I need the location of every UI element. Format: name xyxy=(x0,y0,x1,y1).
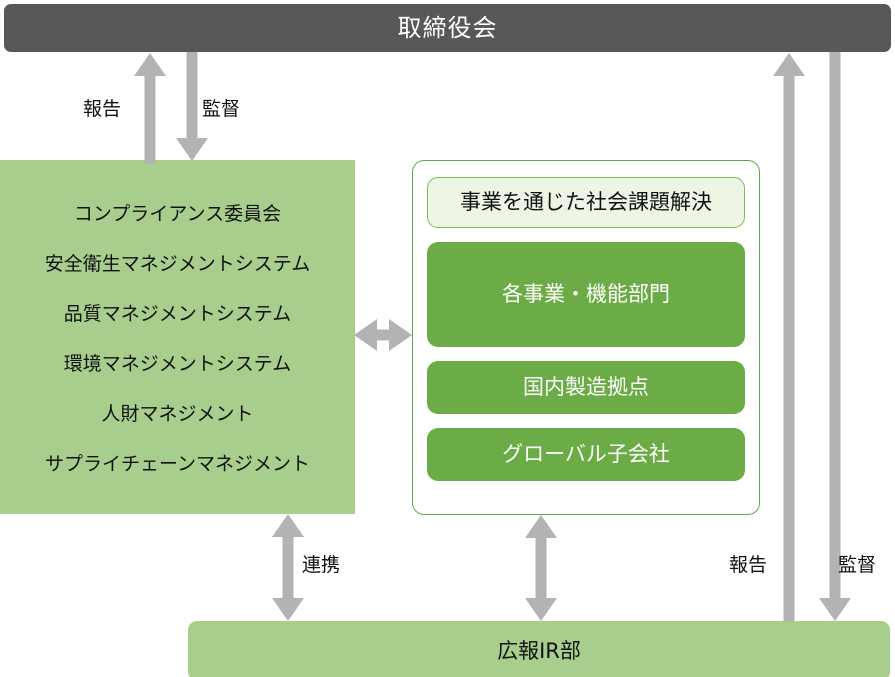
arrow-label-report-bottom: 報告 xyxy=(729,554,768,576)
arrow-business-to-pr xyxy=(525,515,557,621)
board-of-directors-bar: 取締役会 xyxy=(4,4,891,52)
business-box-global-subsidiaries: グローバル子会社 xyxy=(427,428,745,481)
management-systems-panel: コンプライアンス委員会 安全衛生マネジメントシステム 品質マネジメントシステム … xyxy=(0,160,355,514)
business-box-social-issues: 事業を通じた社会課題解決 xyxy=(427,177,745,228)
management-item-supply-chain: サプライチェーンマネジメント xyxy=(44,452,311,475)
arrow-report-board-to-committee xyxy=(134,53,166,164)
management-item-quality: 品質マネジメントシステム xyxy=(63,302,292,325)
management-item-environment: 環境マネジメントシステム xyxy=(63,352,292,375)
arrow-supervise-board-to-pr xyxy=(819,52,851,621)
arrow-report-pr-to-board xyxy=(773,53,805,621)
pr-ir-department-label: 広報IR部 xyxy=(497,638,581,663)
arrow-label-supervise-top: 監督 xyxy=(202,98,241,120)
arrow-label-supervise-bottom: 監督 xyxy=(838,554,877,576)
management-item-compliance-committee: コンプライアンス委員会 xyxy=(73,202,282,225)
pr-ir-department-bar: 広報IR部 xyxy=(188,621,890,677)
business-box-domestic-plants: 国内製造拠点 xyxy=(427,361,745,414)
arrow-committee-to-business xyxy=(354,319,412,351)
arrow-cooperate-committee-to-pr xyxy=(272,514,304,621)
business-box-divisions-functions: 各事業・機能部門 xyxy=(427,242,745,347)
business-divisions-card: 事業を通じた社会課題解決 各事業・機能部門 国内製造拠点 グローバル子会社 xyxy=(412,160,760,515)
management-item-safety-health: 安全衛生マネジメントシステム xyxy=(44,252,311,275)
arrow-label-cooperate: 連携 xyxy=(302,554,341,576)
board-of-directors-label: 取締役会 xyxy=(397,14,498,42)
management-item-human-resources: 人財マネジメント xyxy=(101,402,254,425)
arrow-label-report-top: 報告 xyxy=(83,98,122,120)
